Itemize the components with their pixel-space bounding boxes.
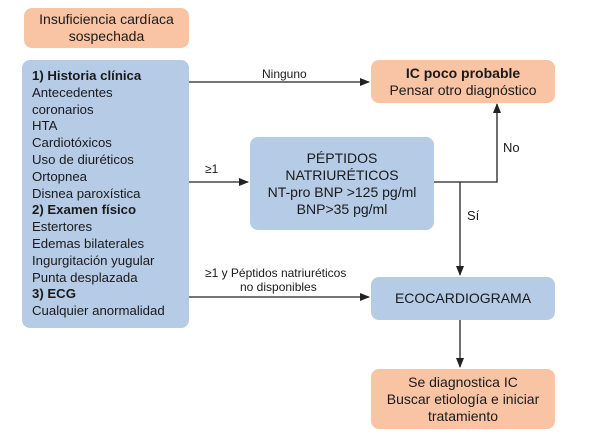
diagnosis-line-2: Buscar etiología e iniciar xyxy=(386,390,540,407)
peptides-line-3: NT-pro BNP >125 pg/ml xyxy=(267,183,417,200)
history-item: Disnea paroxística xyxy=(32,185,141,201)
history-item: Uso de diuréticos xyxy=(32,151,134,167)
history-box: 1) Historia clínica Antecedentes coronar… xyxy=(22,60,189,328)
history-heading-2: 2) Examen físico xyxy=(32,202,137,218)
echo-label: ECOCARDIOGRAMA xyxy=(394,290,532,306)
history-item: Estertores xyxy=(32,219,93,235)
echo-box: ECOCARDIOGRAMA xyxy=(371,277,555,320)
edge-label-no: No xyxy=(503,140,520,155)
edge-label-ge1-unavailable-2: no disponibles xyxy=(240,280,317,294)
history-item: Cardiotóxicos xyxy=(32,135,112,151)
start-box: Insuficiencia cardíaca sospechada xyxy=(24,8,189,48)
peptides-line-1: PÉPTIDOS xyxy=(306,149,378,166)
diagnosis-box: Se diagnostica IC Buscar etiología e ini… xyxy=(371,369,555,429)
history-item: Ingurgitación yugular xyxy=(32,252,155,268)
history-heading-3: 3) ECG xyxy=(32,286,76,302)
history-item: HTA xyxy=(32,118,58,134)
edge-label-none: Ninguno xyxy=(262,67,307,81)
unlikely-box: IC poco probable Pensar otro diagnóstico xyxy=(371,60,555,103)
peptides-box: PÉPTIDOS NATRIURÉTICOS NT-pro BNP >125 p… xyxy=(250,137,434,230)
start-line-1: Insuficiencia cardíaca xyxy=(39,11,174,27)
history-item: coronarios xyxy=(32,101,94,117)
peptides-line-2: NATRIURÉTICOS xyxy=(285,166,399,183)
peptides-line-4: BNP>35 pg/ml xyxy=(296,200,388,217)
history-heading-1: 1) Historia clínica xyxy=(32,68,142,83)
edge-label-ge1: ≥1 xyxy=(205,162,219,176)
diagnosis-line-3: tratamiento xyxy=(427,407,499,424)
history-item: Punta desplazada xyxy=(32,269,138,285)
start-line-2: sospechada xyxy=(68,28,145,44)
edge-label-ge1-unavailable: ≥1 y Péptidos natriuréticos xyxy=(205,266,347,280)
arrow-peptides-to-unlikely xyxy=(434,103,501,183)
history-item: Cualquier anormalidad xyxy=(32,303,165,319)
diagnosis-line-1: Se diagnostica IC xyxy=(408,373,518,390)
history-item: Edemas bilaterales xyxy=(32,235,145,251)
unlikely-subtitle: Pensar otro diagnóstico xyxy=(389,81,537,98)
unlikely-title: IC poco probable xyxy=(405,64,521,81)
history-item: Antecedentes xyxy=(32,84,113,100)
history-item: Ortopnea xyxy=(32,168,87,184)
edge-label-yes: Sí xyxy=(467,208,480,223)
